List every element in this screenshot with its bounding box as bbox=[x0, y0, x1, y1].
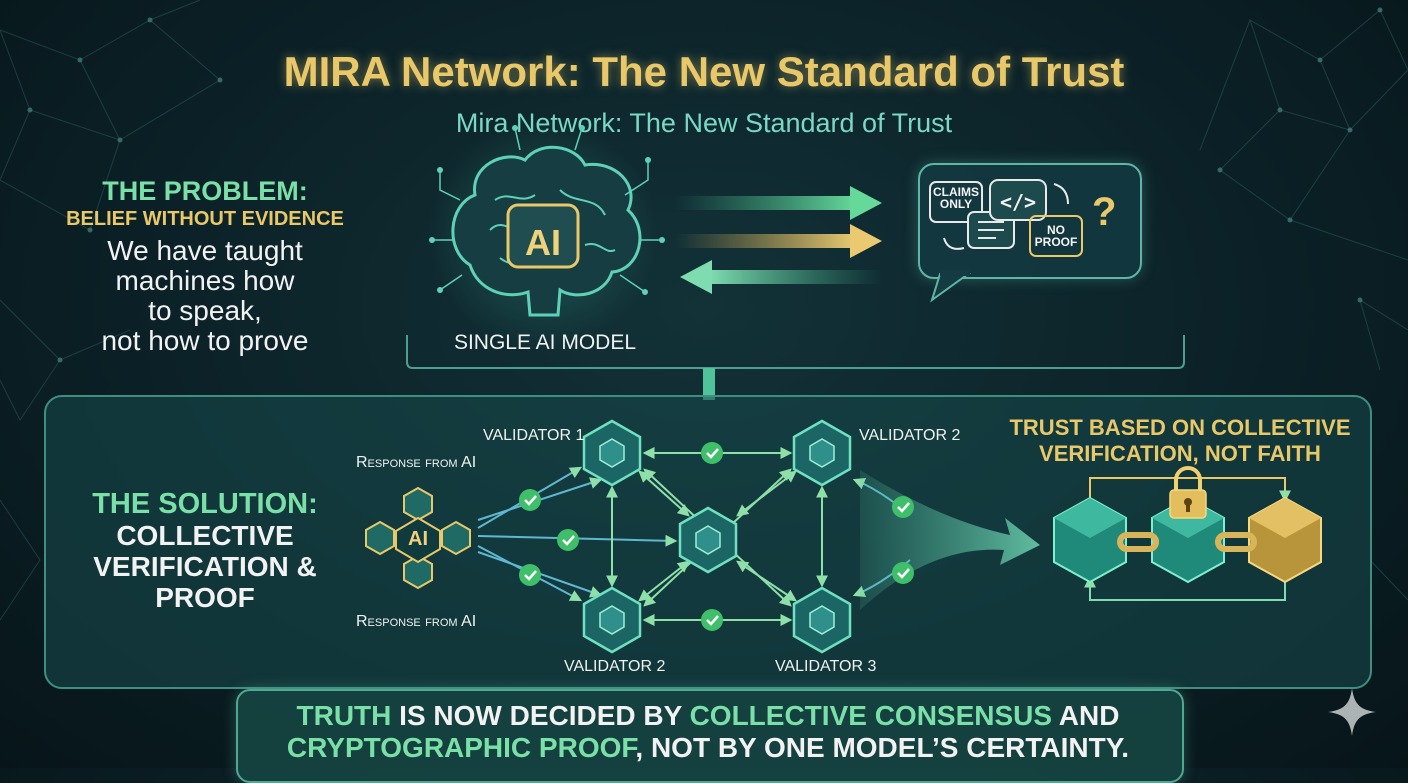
exchange-arrows bbox=[675, 186, 882, 294]
validator-label: VALIDATOR 2 bbox=[564, 658, 666, 675]
single-model-label: SINGLE AI MODEL bbox=[453, 331, 637, 354]
response-label-bottom: Response from AI bbox=[356, 613, 477, 630]
accent-text: TRUTH bbox=[296, 700, 392, 731]
trust-line: TRUST BASED ON COLLECTIVE bbox=[1009, 415, 1351, 440]
plain-text: IS NOW DECIDED BY bbox=[391, 700, 690, 731]
solution-body: COLLECTIVE VERIFICATION & PROOF bbox=[60, 520, 350, 613]
problem-body-line: machines how bbox=[115, 265, 295, 296]
main-title: MIRA Network: The New Standard of Trust bbox=[283, 48, 1125, 95]
problem-heading: THE PROBLEM: bbox=[102, 176, 308, 206]
problem-body-line: to speak, bbox=[148, 295, 262, 326]
claims-line: CLAIMS bbox=[933, 185, 979, 199]
problem-diagram bbox=[406, 120, 1185, 400]
problem-body: We have taught machines how to speak, no… bbox=[60, 236, 350, 356]
ai-hub-icon bbox=[365, 486, 471, 590]
response-label-top: Response from AI bbox=[356, 454, 477, 471]
code-icon bbox=[989, 179, 1047, 221]
no-proof-label: NO PROOF bbox=[1030, 224, 1082, 248]
ai-hub-label: AI bbox=[408, 528, 428, 550]
solution-body-line: COLLECTIVE bbox=[116, 520, 294, 551]
conclusion-line-2: CRYPTOGRAPHIC PROOF, NOT BY ONE MODEL’S … bbox=[236, 732, 1180, 764]
check-circle-icon bbox=[519, 442, 914, 631]
accent-text: CRYPTOGRAPHIC PROOF bbox=[286, 732, 636, 763]
conclusion-box bbox=[236, 689, 1184, 783]
solution-body-line: VERIFICATION & bbox=[93, 551, 317, 582]
validator-network bbox=[365, 419, 1322, 654]
hexagon-cube-icon bbox=[582, 419, 852, 654]
problem-subheading: BELIEF WITHOUT EVIDENCE bbox=[66, 208, 344, 230]
code-label: </> bbox=[999, 190, 1037, 214]
sparkle-icon bbox=[1328, 688, 1376, 736]
conclusion-text: TRUTH IS NOW DECIDED BY COLLECTIVE CONSE… bbox=[236, 700, 1180, 764]
no-proof-line: NO bbox=[1047, 223, 1065, 237]
validator-label: VALIDATOR 3 bbox=[775, 658, 877, 675]
plain-text: , NOT BY ONE MODEL’S CERTAINTY. bbox=[635, 732, 1130, 763]
validator-label: VALIDATOR 2 bbox=[859, 427, 961, 444]
trust-line: VERIFICATION, NOT FAITH bbox=[1039, 441, 1321, 466]
solution-heading: THE SOLUTION: bbox=[92, 488, 318, 520]
speech-bubble-details bbox=[929, 179, 1083, 303]
no-proof-line: PROOF bbox=[1034, 235, 1078, 249]
blockchain-cube-icon bbox=[1053, 466, 1322, 601]
conclusion-line-1: TRUTH IS NOW DECIDED BY COLLECTIVE CONSE… bbox=[236, 700, 1180, 732]
question-mark: ? bbox=[1092, 190, 1117, 234]
solution-body-line: PROOF bbox=[155, 582, 255, 613]
plain-text: AND bbox=[1052, 700, 1120, 731]
accent-text: COLLECTIVE CONSENSUS bbox=[689, 700, 1053, 731]
brain-circuit-icon bbox=[428, 120, 665, 350]
claims-only-label: CLAIMS ONLY bbox=[930, 186, 982, 210]
validator-label: VALIDATOR 1 bbox=[483, 427, 585, 444]
trust-caption: TRUST BASED ON COLLECTIVE VERIFICATION, … bbox=[1000, 415, 1360, 467]
claims-line: ONLY bbox=[939, 197, 973, 211]
problem-body-line: We have taught bbox=[107, 235, 303, 266]
problem-body-line: not how to prove bbox=[101, 325, 309, 356]
padlock-icon bbox=[1169, 466, 1207, 519]
ai-chip-label: AI bbox=[525, 222, 561, 263]
